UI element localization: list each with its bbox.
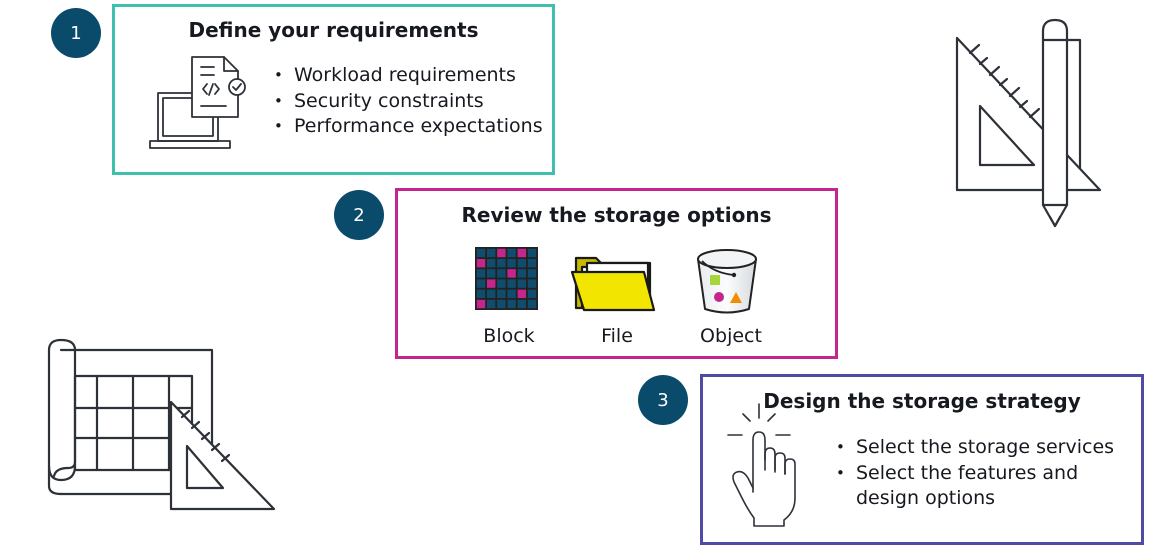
block-cell <box>507 279 516 288</box>
block-cell <box>517 299 526 309</box>
storage-option-label-file: File <box>601 325 633 347</box>
block-cell <box>527 248 537 258</box>
block-cell <box>487 269 496 278</box>
block-cell <box>527 299 537 309</box>
step-2-title: Review the storage options <box>461 203 772 227</box>
block-cell <box>517 259 526 268</box>
block-cell <box>487 289 496 298</box>
block-cell <box>497 279 506 288</box>
block-cell <box>487 279 496 288</box>
block-cell <box>527 289 537 298</box>
block-cell <box>517 269 526 278</box>
bucket-icon <box>697 249 757 314</box>
block-cell <box>487 299 496 309</box>
step-2-number: 2 <box>334 190 384 240</box>
block-cell <box>476 269 486 278</box>
block-cell <box>507 289 516 298</box>
step-1-title: Define your requirements <box>188 18 479 42</box>
step-3-number: 3 <box>638 375 688 425</box>
block-cell <box>476 289 486 298</box>
step-3-title: Design the storage strategy <box>763 389 1081 413</box>
block-cell <box>517 279 526 288</box>
tap-hand-icon <box>727 403 796 527</box>
block-cell <box>527 269 537 278</box>
block-cell <box>487 259 496 268</box>
block-cell <box>476 248 486 258</box>
block-cell <box>527 279 537 288</box>
block-storage-icon <box>475 247 538 310</box>
ruler-pencil-icon <box>955 18 1102 228</box>
step-1-number: 1 <box>51 8 101 58</box>
block-cell <box>517 289 526 298</box>
step-1-box: Define your requirements Workload requir… <box>112 4 555 175</box>
block-cell <box>517 248 526 258</box>
block-cell <box>497 259 506 268</box>
block-cell <box>507 259 516 268</box>
storage-option-label-block: Block <box>483 325 535 347</box>
blueprint-icon <box>47 338 276 511</box>
block-cell <box>476 259 486 268</box>
storage-option-label-object: Object <box>700 325 762 347</box>
laptop-code-document-icon <box>149 56 246 149</box>
step-1-bullet: Security constraints <box>273 89 543 115</box>
step-3-box: Design the storage strategy Select the s… <box>700 374 1144 545</box>
step-1-bullet: Performance expectations <box>273 114 543 140</box>
step-1-bullet-list: Workload requirements Security constrain… <box>273 63 543 140</box>
block-cell <box>487 248 496 258</box>
block-cell <box>497 289 506 298</box>
block-cell <box>507 299 516 309</box>
block-cell <box>507 269 516 278</box>
block-cell <box>497 248 506 258</box>
block-cell <box>497 269 506 278</box>
step-3-bullet-list: Select the storage services Select the f… <box>835 435 1125 512</box>
block-cell <box>507 248 516 258</box>
folder-icon <box>570 256 656 312</box>
block-cell <box>476 299 486 309</box>
block-cell <box>497 299 506 309</box>
block-cell <box>527 259 537 268</box>
step-3-bullet: Select the features and design options <box>835 461 1125 512</box>
step-3-bullet: Select the storage services <box>835 435 1125 461</box>
block-cell <box>476 279 486 288</box>
step-1-bullet: Workload requirements <box>273 63 543 89</box>
